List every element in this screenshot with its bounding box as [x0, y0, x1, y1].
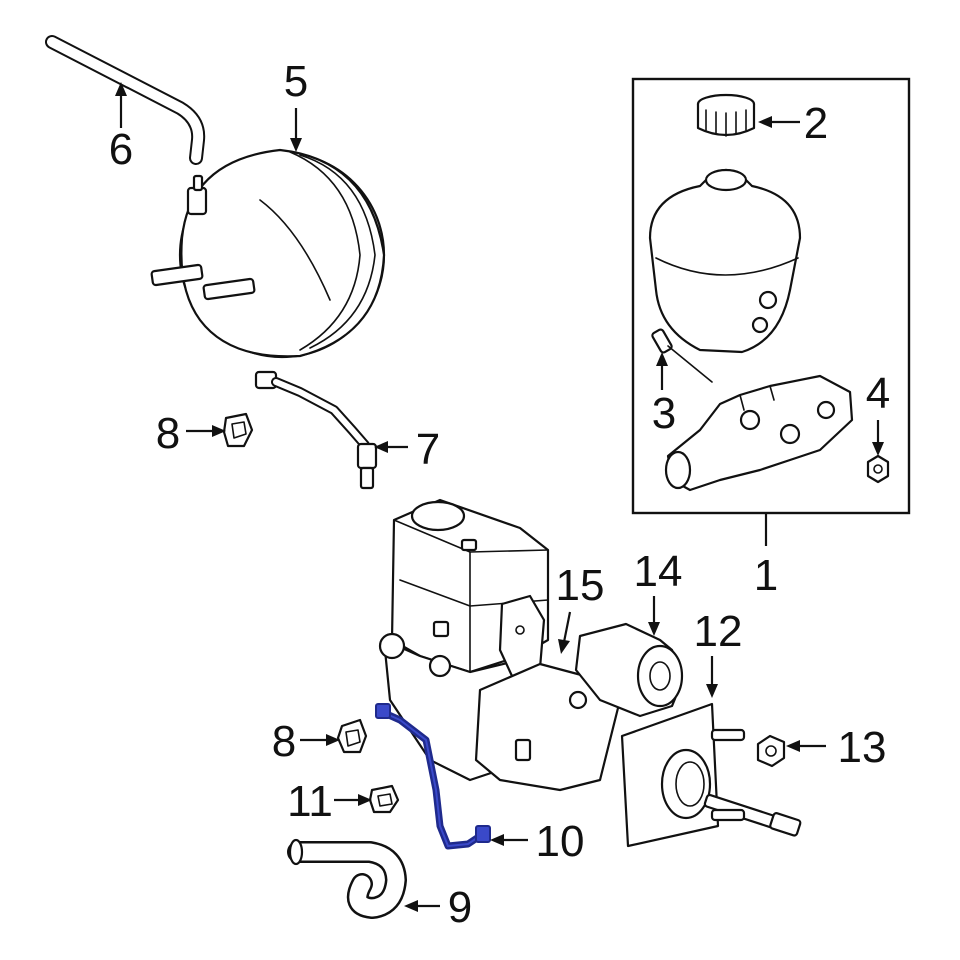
callout-8-bottom: 8	[272, 717, 296, 766]
part-6-vacuum-hose	[45, 35, 206, 165]
master-cylinder	[664, 374, 854, 492]
reservoir	[648, 168, 802, 354]
part-13-nut	[756, 734, 786, 768]
callout-11: 11	[287, 777, 333, 826]
part-11-clip	[368, 784, 400, 814]
callout-14: 14	[634, 547, 683, 596]
part-2-reservoir-cap	[696, 93, 756, 137]
callout-15: 15	[556, 561, 605, 610]
part-4-nut	[866, 454, 890, 484]
master-cylinder-assembly	[378, 498, 802, 848]
callout-1: 1	[754, 551, 778, 600]
callout-labels: 6 5 2 3 4 1 8 7 15 14 12 13 8 11 10 9	[109, 57, 890, 932]
part-7-brake-line	[254, 370, 378, 490]
part-3-level-sensor	[651, 328, 713, 383]
part-10-brake-line-highlighted	[375, 703, 491, 850]
part-9-hose	[287, 838, 407, 919]
part-8-clip-top	[222, 412, 254, 448]
callout-2: 2	[804, 99, 828, 148]
callout-4: 4	[866, 369, 890, 418]
callout-5: 5	[284, 57, 308, 106]
leader-lines	[115, 82, 884, 912]
callout-6: 6	[109, 125, 133, 174]
callout-7: 7	[416, 425, 440, 474]
callout-12: 12	[694, 607, 743, 656]
part-8-clip-bottom	[336, 718, 368, 754]
callout-8-top: 8	[156, 409, 180, 458]
callout-3: 3	[652, 389, 676, 438]
callout-10: 10	[536, 817, 585, 866]
callout-13: 13	[838, 723, 887, 772]
part-5-brake-booster	[150, 148, 386, 359]
inset-box	[631, 77, 911, 515]
callout-9: 9	[448, 883, 472, 932]
